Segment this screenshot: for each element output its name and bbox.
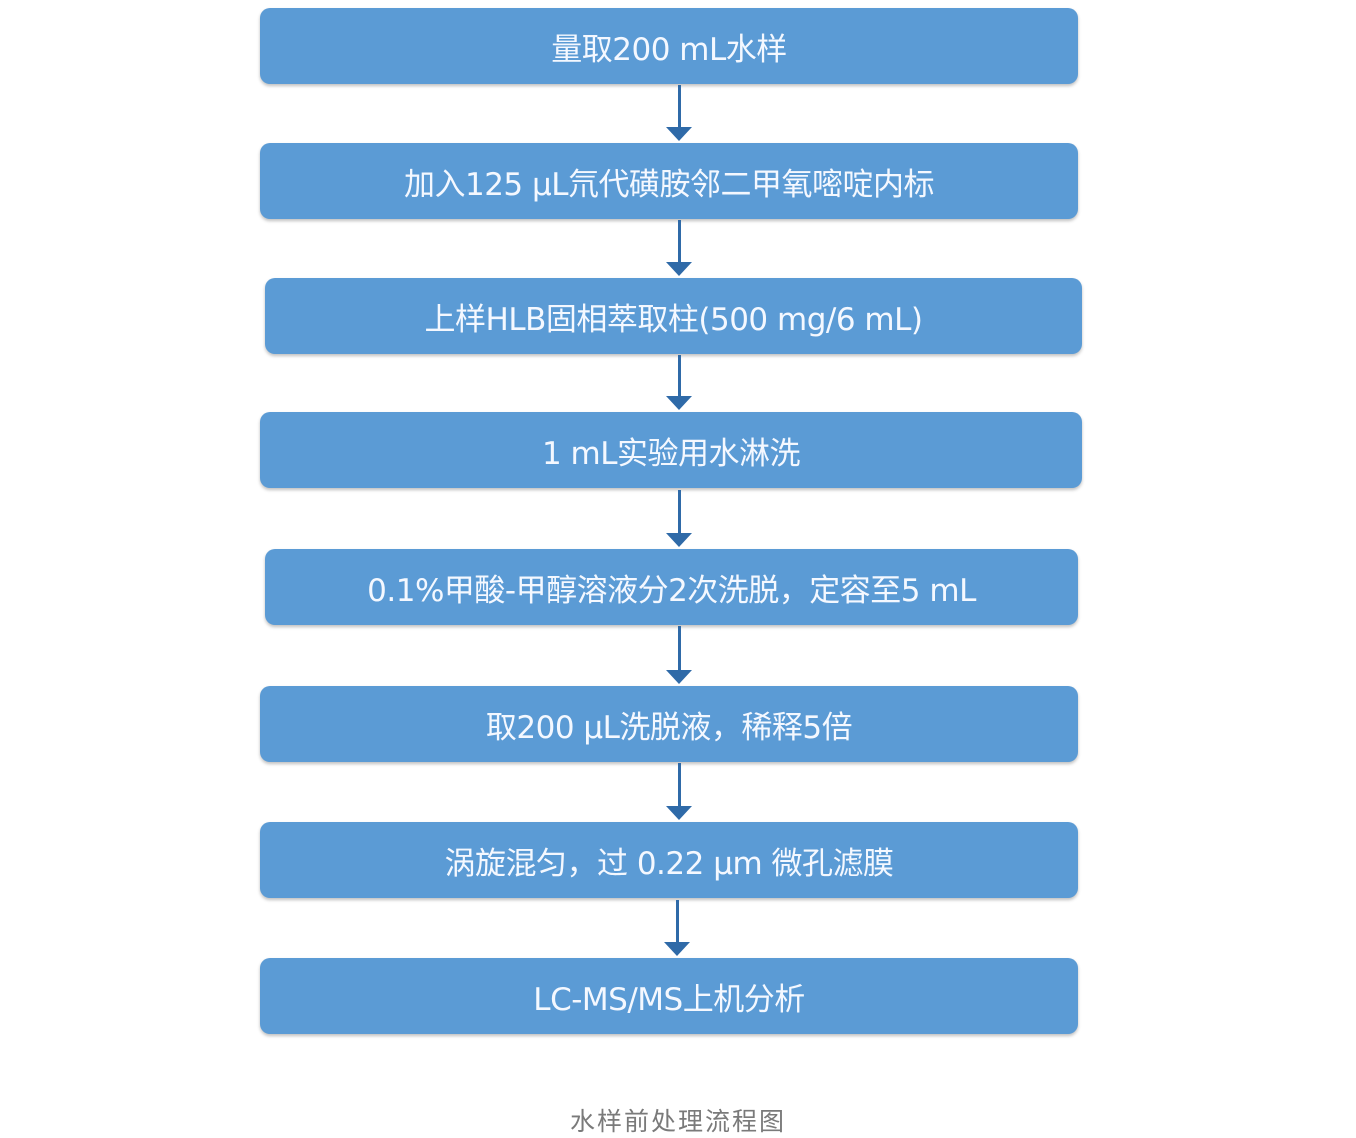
step-1-measure-sample: 量取200 mL水样 [260, 8, 1078, 84]
step-7-vortex-filter: 涡旋混匀，过 0.22 μm 微孔滤膜 [260, 822, 1078, 898]
step-4-water-rinse: 1 mL实验用水淋洗 [260, 412, 1082, 488]
step-3-load-spe-column: 上样HLB固相萃取柱(500 mg/6 mL) [265, 278, 1082, 354]
step-2-add-internal-standard: 加入125 μL氘代磺胺邻二甲氧嘧啶内标 [260, 143, 1078, 219]
step-8-lcms-analysis: LC-MS/MS上机分析 [260, 958, 1078, 1034]
step-6-dilute: 取200 μL洗脱液，稀释5倍 [260, 686, 1078, 762]
step-5-elution: 0.1%甲酸-甲醇溶液分2次洗脱，定容至5 mL [265, 549, 1078, 625]
figure-caption: 水样前处理流程图 [569, 1107, 786, 1136]
